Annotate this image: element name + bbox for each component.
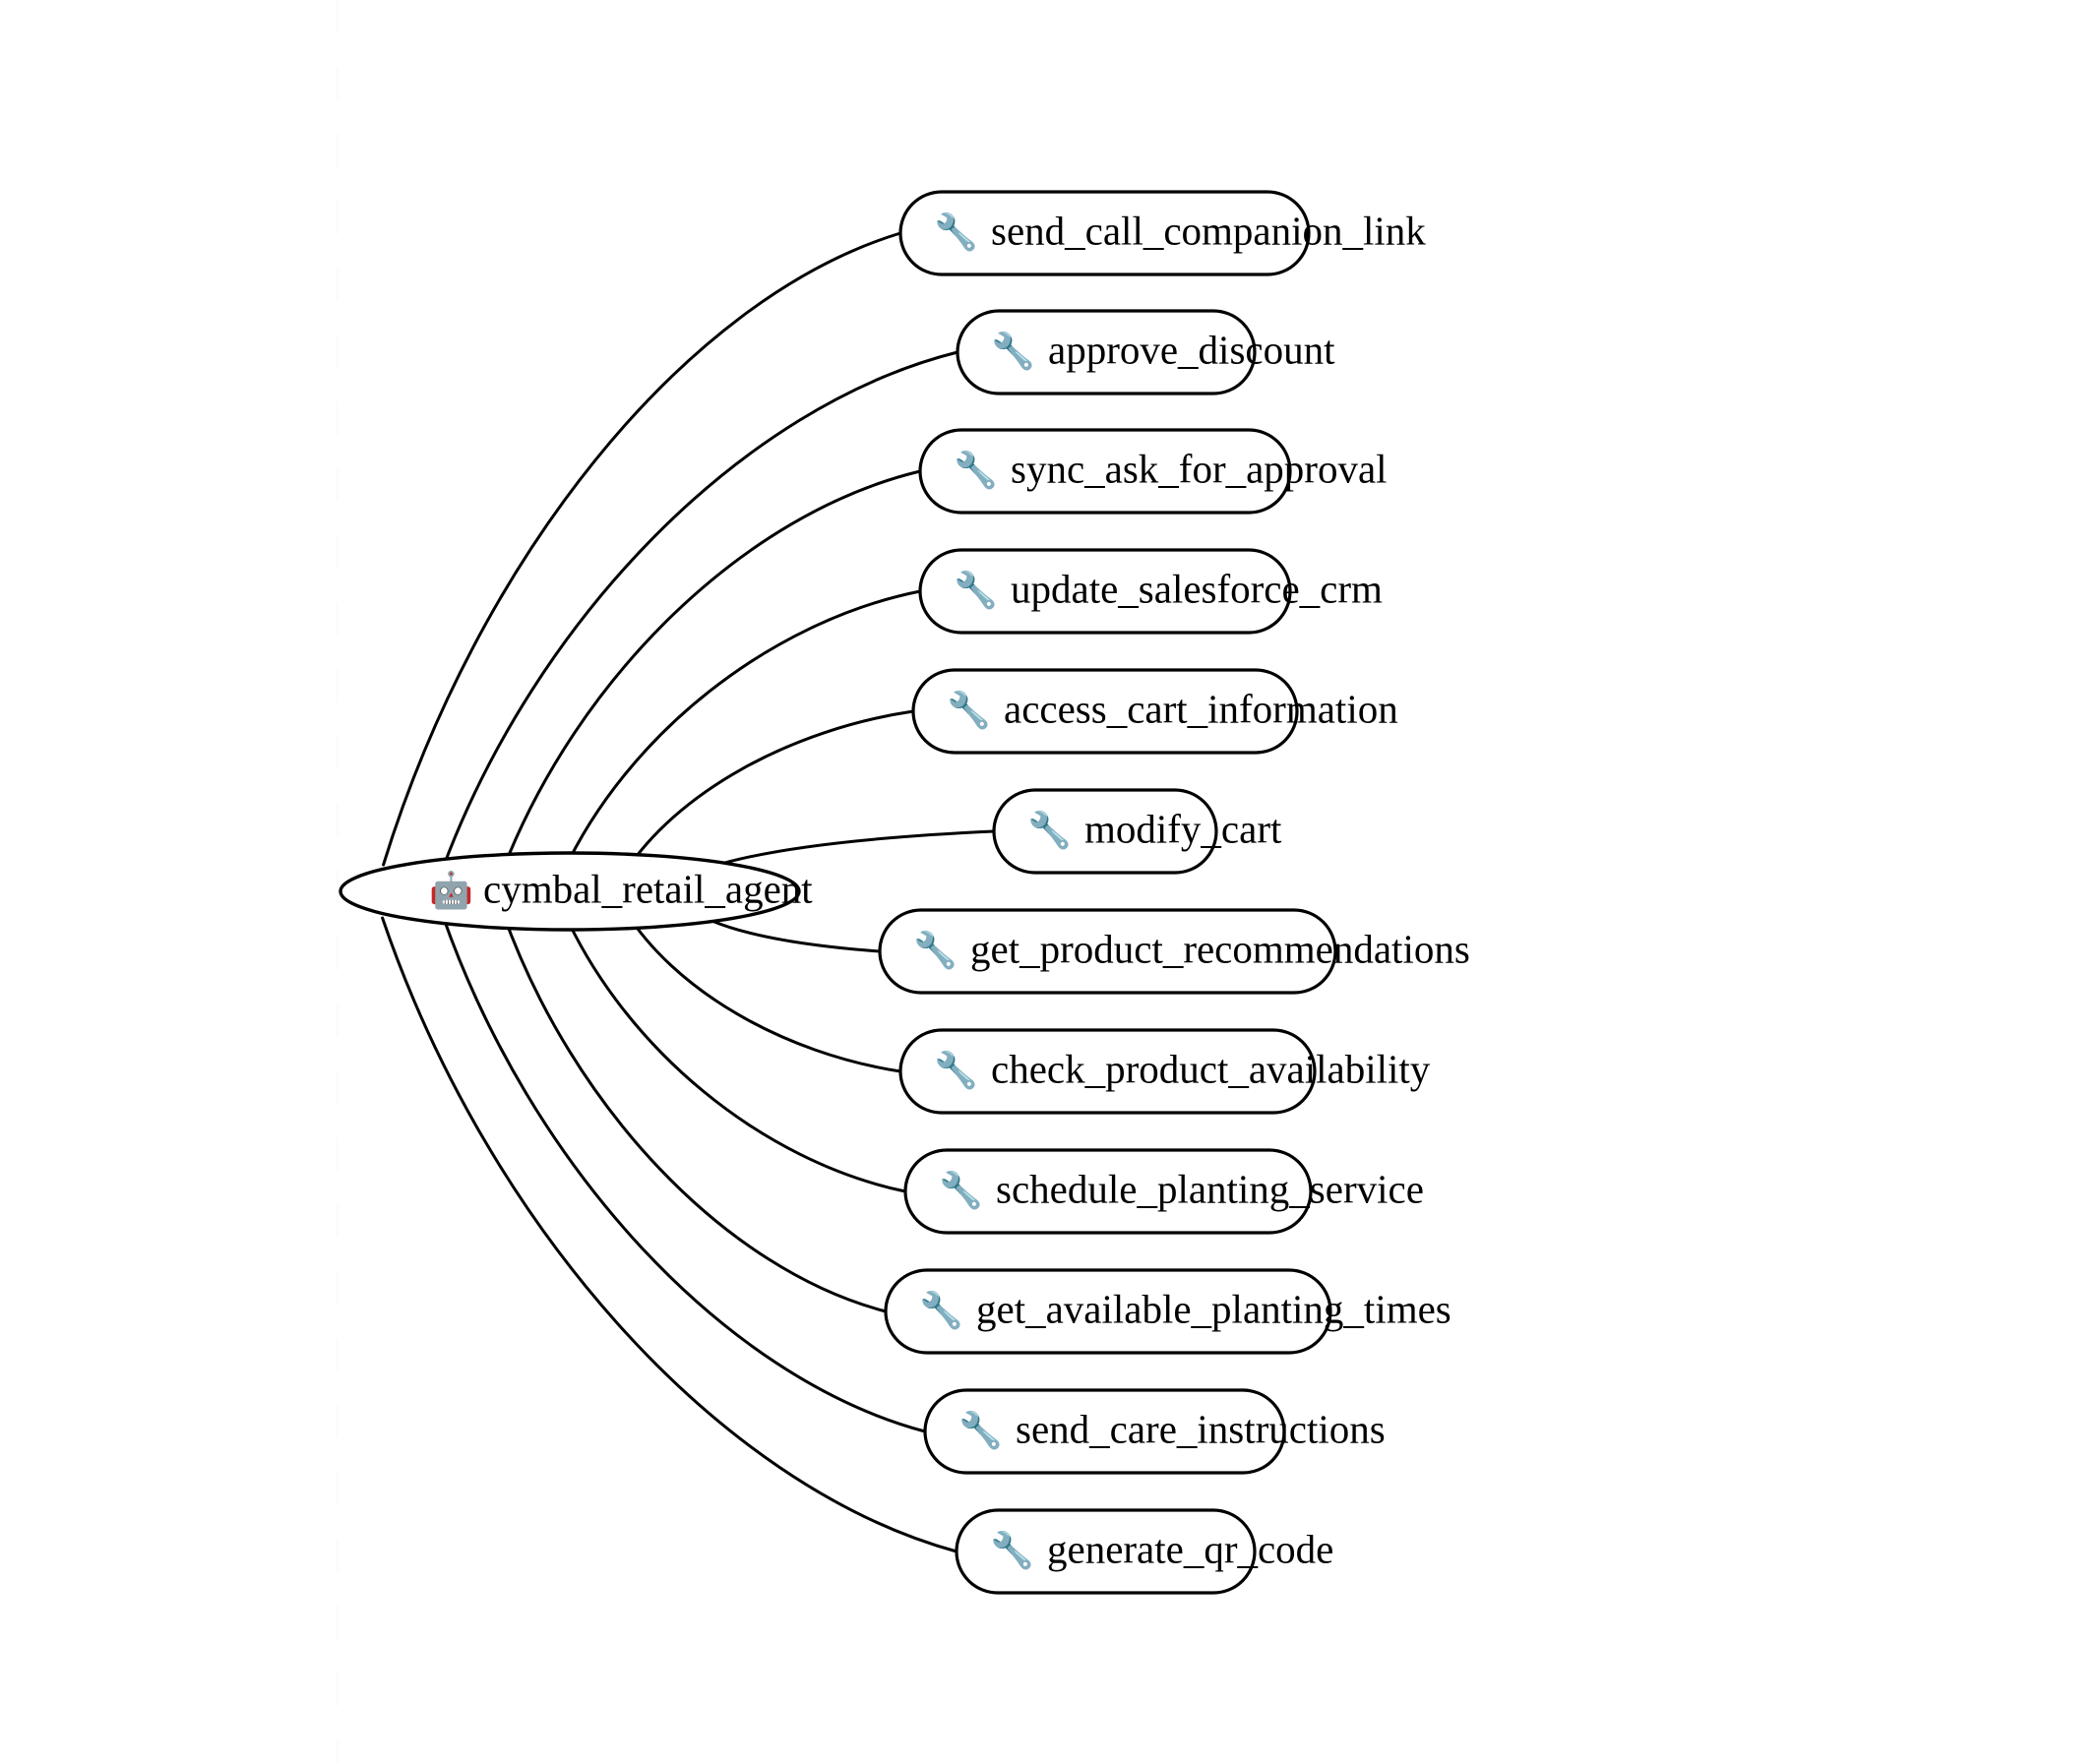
edge-cymbal_retail_agent-to-send_call_companion_link	[382, 231, 902, 867]
wrench-icon: 🔧	[1027, 809, 1072, 851]
tool-node-shape	[898, 190, 1311, 276]
tool-node-shape	[878, 908, 1337, 995]
tool-node-shape	[918, 548, 1292, 635]
tool-node-shape	[911, 668, 1299, 755]
tool-node-modify_cart[interactable]: 🔧 modify_cart	[992, 788, 1282, 875]
tool-node-label: send_call_companion_link	[991, 208, 1426, 253]
tool-node-shape	[884, 1268, 1332, 1355]
tool-node-shape	[955, 1508, 1257, 1595]
wrench-icon: 🔧	[954, 449, 998, 491]
tool-node-get_product_recommendations[interactable]: 🔧 get_product_recommendations	[878, 908, 1470, 995]
tool-node-send_call_companion_link[interactable]: 🔧 send_call_companion_link	[898, 190, 1426, 276]
tool-node-label: sync_ask_for_approval	[1011, 446, 1388, 491]
agent-node-label: cymbal_retail_agent	[483, 866, 813, 911]
agent-node-cymbal_retail_agent[interactable]: 🤖cymbal_retail_agent	[339, 851, 813, 932]
tool-node-label: schedule_planting_service	[996, 1166, 1424, 1211]
tool-node-shape	[918, 428, 1292, 515]
wrench-icon: 🔧	[919, 1289, 963, 1331]
tool-node-schedule_planting_service[interactable]: 🔧 schedule_planting_service	[903, 1148, 1424, 1235]
edge-cymbal_retail_agent-to-check_product_availability	[621, 906, 902, 1073]
tool-node-get_available_planting_times[interactable]: 🔧 get_available_planting_times	[884, 1268, 1451, 1355]
edges-layer	[381, 231, 996, 1553]
tool-node-label: check_product_availability	[991, 1046, 1431, 1091]
tool-node-shape	[923, 1388, 1286, 1475]
tool-node-update_salesforce_crm[interactable]: 🔧 update_salesforce_crm	[918, 548, 1383, 635]
tool-node-shape	[992, 788, 1218, 875]
edge-cymbal_retail_agent-to-schedule_planting_service	[561, 908, 907, 1193]
wrench-icon: 🔧	[991, 330, 1035, 372]
wrench-icon: 🔧	[913, 929, 957, 971]
tool-node-shape	[903, 1148, 1313, 1235]
tool-node-label: approve_discount	[1048, 327, 1335, 372]
wrench-icon: 🔧	[958, 1409, 1003, 1451]
wrench-icon: 🔧	[990, 1529, 1034, 1571]
tool-node-generate_qr_code[interactable]: 🔧 generate_qr_code	[955, 1508, 1333, 1595]
tool-node-send_care_instructions[interactable]: 🔧 send_care_instructions	[923, 1388, 1386, 1475]
tool-node-shape	[956, 309, 1257, 395]
tool-node-label: update_salesforce_crm	[1011, 566, 1383, 611]
edge-cymbal_retail_agent-to-get_available_planting_times	[501, 911, 888, 1313]
tool-node-label: modify_cart	[1084, 806, 1282, 851]
wrench-icon: 🔧	[934, 211, 978, 253]
wrench-icon: 🔧	[939, 1169, 983, 1211]
tool-node-label: send_care_instructions	[1016, 1406, 1386, 1451]
edge-cymbal_retail_agent-to-access_cart_information	[621, 709, 915, 877]
tool-node-check_product_availability[interactable]: 🔧 check_product_availability	[898, 1028, 1431, 1115]
tool-node-shape	[898, 1028, 1317, 1115]
wrench-icon: 🔧	[947, 689, 991, 731]
wrench-icon: 🔧	[954, 569, 998, 611]
tool-node-label: get_available_planting_times	[976, 1286, 1451, 1331]
edge-cymbal_retail_agent-to-send_care_instructions	[441, 913, 927, 1433]
wrench-icon: 🔧	[934, 1049, 978, 1091]
tool-node-access_cart_information[interactable]: 🔧 access_cart_information	[911, 668, 1398, 755]
tool-node-label: get_product_recommendations	[970, 926, 1470, 971]
edge-cymbal_retail_agent-to-update_salesforce_crm	[561, 589, 922, 875]
tool-node-label: access_cart_information	[1004, 686, 1398, 731]
agent-node-shape	[339, 851, 801, 932]
edge-cymbal_retail_agent-to-generate_qr_code	[381, 916, 958, 1553]
robot-icon: 🤖	[429, 870, 473, 911]
tool-node-approve_discount[interactable]: 🔧 approve_discount	[956, 309, 1335, 395]
tool-node-label: generate_qr_code	[1047, 1526, 1333, 1571]
nodes-layer: 🔧 send_call_companion_link 🔧 approve_discou…	[339, 190, 1470, 1595]
tool-node-sync_ask_for_approval[interactable]: 🔧 sync_ask_for_approval	[918, 428, 1388, 515]
edge-cymbal_retail_agent-to-approve_discount	[441, 350, 959, 870]
edge-cymbal_retail_agent-to-sync_ask_for_approval	[501, 469, 922, 872]
